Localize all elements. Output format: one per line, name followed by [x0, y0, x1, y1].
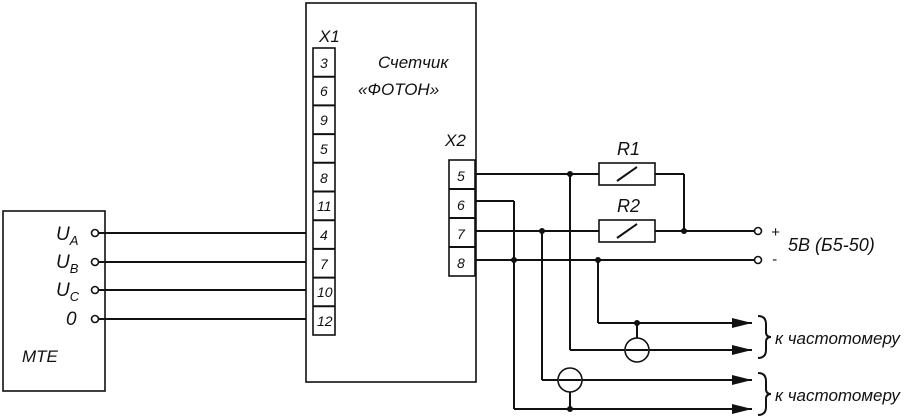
mte-terminal-uc: UC	[56, 280, 80, 304]
x1-pin: 12	[317, 313, 333, 329]
minus-sign: -	[772, 251, 777, 268]
output-label-2: к частотомеру	[775, 386, 901, 405]
mte-terminal-ub: UB	[56, 252, 79, 276]
terminal-ub-circle	[90, 257, 100, 267]
resistor-r1: R1	[598, 139, 656, 186]
mte-terminal-zero: 0	[66, 309, 77, 330]
r2-label: R2	[617, 196, 640, 216]
r1-label: R1	[617, 139, 640, 159]
x1-pin: 4	[320, 227, 328, 243]
diode-2	[557, 367, 583, 393]
terminal-zero-circle	[90, 314, 100, 324]
x1-pin: 6	[320, 83, 328, 99]
terminal-ua-circle	[90, 228, 100, 238]
x1-pin: 10	[317, 284, 333, 300]
x2-pin: 7	[457, 226, 466, 242]
x1-pin: 7	[320, 256, 329, 272]
x1-pin: 11	[317, 198, 332, 214]
x1-pin: 8	[320, 170, 328, 186]
minus-terminal	[753, 255, 763, 265]
output-label-1: к частотомеру	[775, 329, 901, 348]
junction-dots	[511, 171, 687, 412]
power-terminals: + - 5В (Б5-50)	[753, 224, 875, 268]
x1-pin: 9	[320, 112, 328, 128]
x2-pin: 6	[457, 197, 465, 213]
mte-block: MTE UA UB UC 0	[2, 210, 106, 392]
mte-label: MTE	[22, 347, 59, 366]
x2-connector: X2 5 6 7 8	[444, 131, 476, 277]
counter-title-line1: Счетчик	[378, 53, 449, 72]
mte-wires	[99, 232, 316, 320]
mte-terminal-ua: UA	[56, 224, 78, 248]
x1-label: X1	[318, 27, 340, 46]
x2-pin: 5	[457, 168, 465, 184]
diode-1	[624, 337, 650, 363]
terminal-uc-circle	[90, 285, 100, 295]
resistor-r2: R2	[598, 196, 656, 243]
x1-pin: 5	[320, 141, 328, 157]
mte-box	[2, 210, 106, 392]
x1-pin: 3	[320, 55, 328, 71]
plus-terminal	[753, 226, 763, 236]
x1-connector: X1 3 6 9 5 8 11 4 7 10 12	[312, 27, 340, 336]
plus-sign: +	[771, 224, 780, 241]
x2-pin: 8	[457, 255, 465, 271]
output-wires	[475, 173, 754, 414]
output-labels: к частотомеру к частотомеру	[757, 315, 901, 416]
counter-title-line2: «ФОТОН»	[358, 80, 439, 99]
power-label: 5В (Б5-50)	[788, 235, 875, 255]
x2-label: X2	[444, 131, 466, 150]
